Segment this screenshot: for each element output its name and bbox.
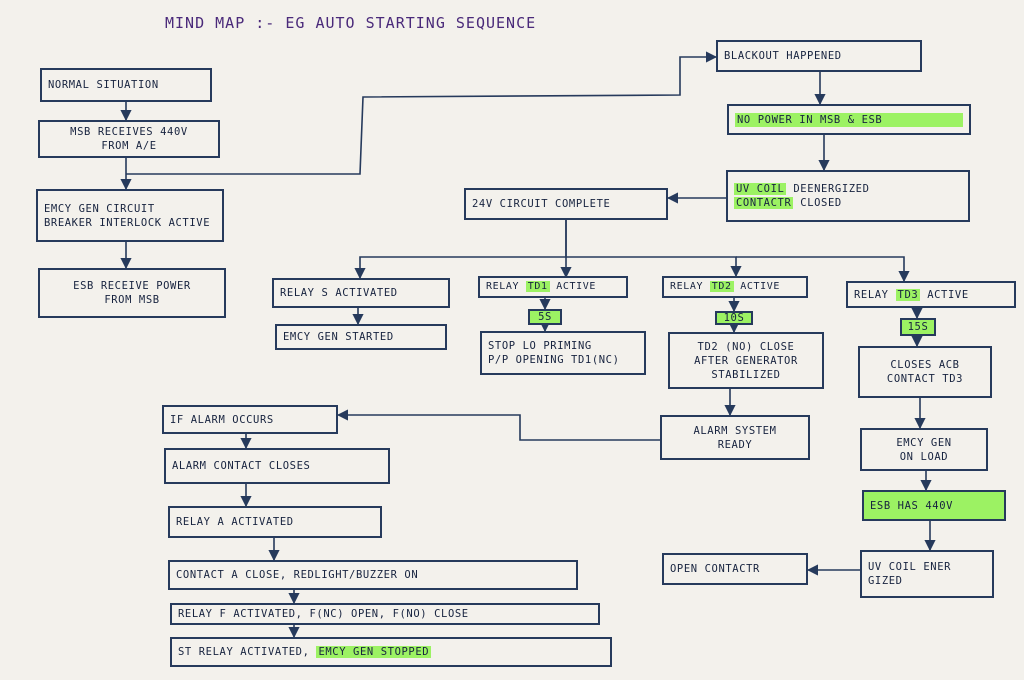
timer-15s: 15S: [900, 318, 936, 336]
arrow-normal-to-blackout: [126, 51, 718, 175]
node-alarm-system-ready: ALARM SYSTEM READY: [660, 415, 810, 460]
node-no-power: NO POWER IN MSB & ESB: [727, 104, 971, 135]
node-stop-lo-priming: STOP LO PRIMING P/P OPENING TD1(NC): [480, 331, 646, 375]
timer-10s: 10S: [715, 311, 753, 325]
node-msb-receives: MSB RECEIVES 440V FROM A/E: [38, 120, 220, 158]
node-normal-situation: NORMAL SITUATION: [40, 68, 212, 102]
arrow-24v-to-relay-s: [354, 220, 567, 280]
node-relay-td3-active: RELAY TD3 ACTIVE: [846, 281, 1016, 308]
arrow-alarm-ready-to-if-alarm: [336, 409, 660, 441]
node-uv-coil-energized: UV COIL ENER GIZED: [860, 550, 994, 598]
timer-5s: 5S: [528, 309, 562, 325]
node-emcy-gen-started: EMCY GEN STARTED: [275, 324, 447, 350]
node-relay-s-activated: RELAY S ACTIVATED: [272, 278, 450, 308]
node-blackout-happened: BLACKOUT HAPPENED: [716, 40, 922, 72]
node-relay-td2-active: RELAY TD2 ACTIVE: [662, 276, 808, 298]
node-st-relay-activated: ST RELAY ACTIVATED, EMCY GEN STOPPED: [170, 637, 612, 667]
node-alarm-contact-closes: ALARM CONTACT CLOSES: [164, 448, 390, 484]
node-24v-circuit-complete: 24V CIRCUIT COMPLETE: [464, 188, 668, 220]
node-contact-a-close: CONTACT A CLOSE, REDLIGHT/BUZZER ON: [168, 560, 578, 590]
node-closes-acb: CLOSES ACB CONTACT TD3: [858, 346, 992, 398]
node-open-contactr: OPEN CONTACTR: [662, 553, 808, 585]
diagram-title: MIND MAP :- EG AUTO STARTING SEQUENCE: [165, 14, 537, 32]
arrow-24v-to-relay-td2: [566, 256, 742, 278]
node-relay-f-activated: RELAY F ACTIVATED, F(NC) OPEN, F(NO) CLO…: [170, 603, 600, 625]
node-esb-receive-power: ESB RECEIVE POWER FROM MSB: [38, 268, 226, 318]
node-emcy-gen-on-load: EMCY GEN ON LOAD: [860, 428, 988, 471]
node-emcy-gen-circuit-breaker: EMCY GEN CIRCUIT BREAKER INTERLOCK ACTIV…: [36, 189, 224, 242]
node-uv-coil-deenergized: UV COIL DEENERGIZED CONTACTR CLOSED: [726, 170, 970, 222]
node-esb-has-440v: ESB HAS 440V: [862, 490, 1006, 521]
node-td2-close: TD2 (NO) CLOSE AFTER GENERATOR STABILIZE…: [668, 332, 824, 389]
node-relay-td1-active: RELAY TD1 ACTIVE: [478, 276, 628, 298]
node-if-alarm-occurs: IF ALARM OCCURS: [162, 405, 338, 434]
node-relay-a-activated: RELAY A ACTIVATED: [168, 506, 382, 538]
arrow-24v-to-relay-td3: [736, 256, 910, 283]
